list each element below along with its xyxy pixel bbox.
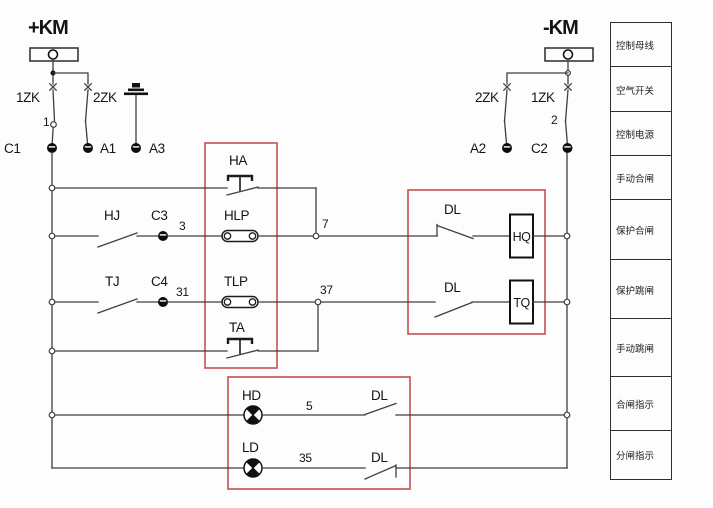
breaker-aux4-contact (364, 464, 397, 480)
wire-number-5: 5 (306, 399, 313, 413)
terminal-c2-label: C2 (531, 141, 547, 156)
terminal-c4 (158, 297, 168, 307)
breaker-1zk-left-label: 1ZK (16, 90, 40, 105)
wire-number-2: 2 (551, 113, 558, 127)
km-positive-bus-bar (29, 47, 89, 85)
terminal-c3-label: C3 (151, 208, 167, 223)
legend-row-protective-close: 保护合闸 (610, 199, 672, 261)
trip-button-label: TA (229, 320, 245, 335)
trip-link-icon (221, 295, 259, 309)
close-link-label: HLP (224, 208, 249, 223)
manual-close-row (48, 174, 317, 234)
legend-row-manual-trip: 手动跳闸 (610, 318, 672, 378)
breaker-2zk-left-switch (83, 82, 93, 144)
breaker-2zk-right-switch (502, 82, 512, 144)
breaker-aux4-label: DL (371, 450, 388, 465)
breaker-2zk-right-label: 2ZK (475, 90, 499, 105)
legend-row-control-bus: 控制母线 (610, 22, 672, 68)
highlight-box-buttons-links (204, 142, 278, 369)
wire-number-31: 31 (176, 285, 189, 299)
breaker-aux3-label: DL (371, 388, 388, 403)
terminal-c1 (47, 143, 57, 153)
terminal-c1-label: C1 (4, 141, 20, 156)
wire-number-35: 35 (299, 451, 312, 465)
wire-number-7: 7 (322, 217, 329, 231)
trip-button-icon (226, 337, 259, 359)
legend-row-air-switch: 空气开关 (610, 66, 672, 113)
breaker-1zk-right-label: 1ZK (531, 90, 555, 105)
close-relay-contact (97, 232, 138, 248)
close-button-label: HA (229, 153, 247, 168)
close-indicator-row (48, 402, 571, 425)
legend-row-manual-close: 手动合闸 (610, 155, 672, 201)
trip-coil-label: TQ (513, 296, 530, 310)
open-lamp-icon (243, 458, 263, 478)
breaker-aux2-contact (434, 301, 473, 318)
terminal-a3-label: A3 (149, 141, 165, 156)
highlight-box-breaker-coils (407, 189, 546, 335)
terminal-a2 (502, 143, 512, 153)
trip-relay-label: TJ (105, 274, 119, 289)
legend-row-close-indication: 合闸指示 (610, 376, 672, 432)
close-link-icon (221, 229, 259, 243)
legend-row-open-indication: 分闸指示 (610, 430, 672, 480)
pos-bus-label: +KM (28, 17, 68, 39)
breaker-aux2-label: DL (444, 280, 461, 295)
trip-relay-contact (97, 298, 138, 314)
protective-trip-row (48, 279, 571, 325)
neg-bus-label: -KM (543, 17, 578, 39)
terminal-a3 (131, 143, 141, 153)
highlight-box-indicators (227, 376, 411, 490)
terminal-c3 (158, 231, 168, 241)
open-indicator-row (51, 458, 568, 480)
close-button-icon (226, 174, 259, 196)
protective-close-row (48, 213, 571, 259)
close-lamp-icon (243, 405, 263, 425)
trip-link-label: TLP (224, 274, 248, 289)
terminal-c2 (562, 143, 573, 153)
wire-number-1: 1 (43, 115, 50, 129)
breaker-1zk-left-switch (48, 82, 58, 144)
wire-number-37: 37 (320, 283, 333, 297)
terminal-a2-label: A2 (470, 141, 486, 156)
breaker-2zk-left-label: 2ZK (93, 90, 117, 105)
terminal-a1-label: A1 (100, 141, 116, 156)
breaker-aux1-label: DL (444, 202, 461, 217)
terminal-a1 (83, 143, 93, 153)
manual-trip-row (48, 304, 319, 359)
wire-number-3: 3 (179, 219, 186, 233)
breaker-aux3-contact (364, 402, 397, 416)
breaker-aux1-contact (436, 223, 474, 240)
legend-row-protective-trip: 保护跳闸 (610, 259, 672, 320)
breaker-1zk-right-switch (563, 82, 573, 144)
legend-row-control-power: 控制电源 (610, 111, 672, 157)
close-coil-label: HQ (513, 230, 532, 244)
open-lamp-label: LD (242, 440, 259, 455)
close-lamp-label: HD (242, 388, 261, 403)
close-relay-label: HJ (104, 208, 120, 223)
a3-connector-icon (124, 83, 148, 144)
km-negative-bus-bar (506, 47, 594, 85)
terminal-c4-label: C4 (151, 274, 168, 289)
